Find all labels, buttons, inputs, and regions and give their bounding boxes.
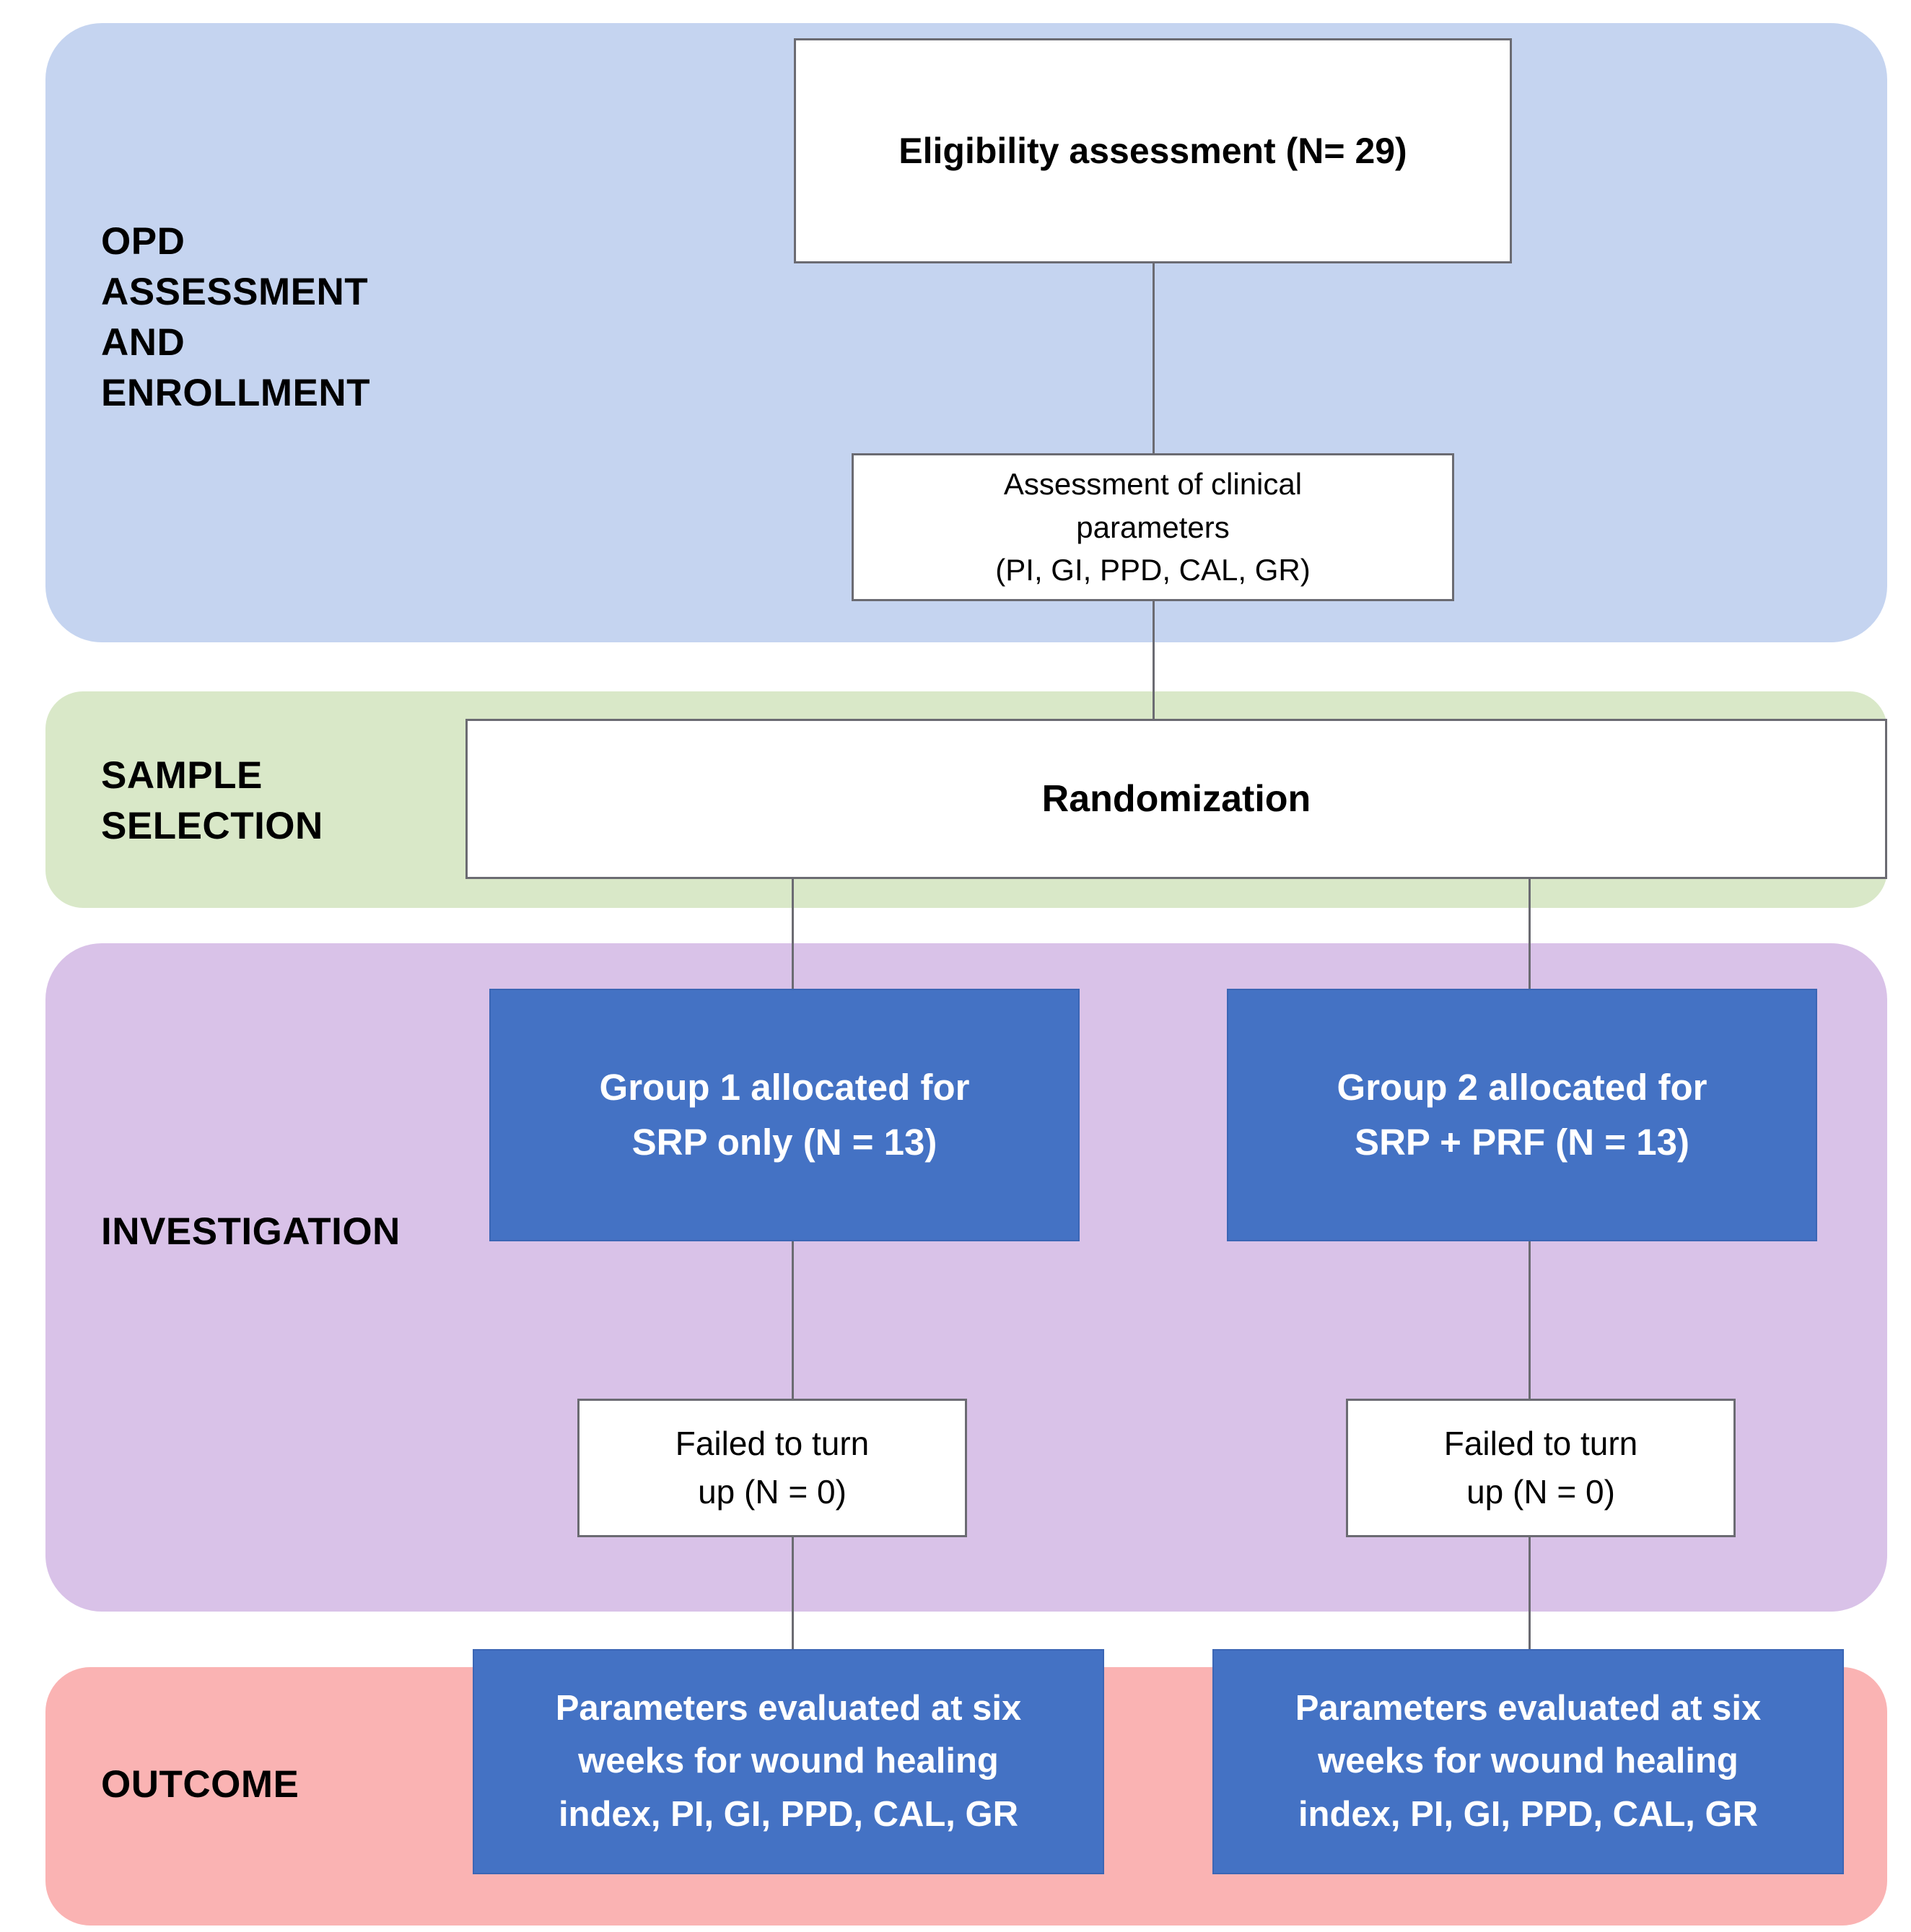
node-clinical-parameters: Assessment of clinical parameters (PI, G… bbox=[852, 453, 1454, 601]
connector-randomization-to-group1 bbox=[792, 879, 794, 990]
node-randomization: Randomization bbox=[465, 719, 1887, 879]
node-outcome-group1: Parameters evaluated at six weeks for wo… bbox=[473, 1649, 1104, 1874]
node-failed-to-turn-up-group1: Failed to turn up (N = 0) bbox=[577, 1399, 967, 1537]
connector-group1-to-failed1 bbox=[792, 1241, 794, 1400]
connector-eligibility-to-clinical bbox=[1153, 263, 1155, 455]
connector-failed2-to-outcome2 bbox=[1529, 1537, 1531, 1651]
stage-label-outcome: OUTCOME bbox=[101, 1763, 299, 1806]
node-group2-allocation: Group 2 allocated for SRP + PRF (N = 13) bbox=[1227, 989, 1817, 1241]
connector-randomization-to-group2 bbox=[1529, 879, 1531, 990]
connector-clinical-to-randomization bbox=[1153, 601, 1155, 720]
connector-group2-to-failed2 bbox=[1529, 1241, 1531, 1400]
node-group1-allocation: Group 1 allocated for SRP only (N = 13) bbox=[489, 989, 1080, 1241]
stage-label-sample-selection: SAMPLE SELECTION bbox=[101, 754, 323, 847]
node-failed-to-turn-up-group2: Failed to turn up (N = 0) bbox=[1346, 1399, 1736, 1537]
connector-failed1-to-outcome1 bbox=[792, 1537, 794, 1651]
stage-label-opd: OPD ASSESSMENT AND ENROLLMENT bbox=[101, 220, 371, 414]
node-eligibility-assessment: Eligibility assessment (N= 29) bbox=[794, 38, 1512, 263]
stage-label-investigation: INVESTIGATION bbox=[101, 1210, 401, 1253]
node-outcome-group2: Parameters evaluated at six weeks for wo… bbox=[1212, 1649, 1844, 1874]
